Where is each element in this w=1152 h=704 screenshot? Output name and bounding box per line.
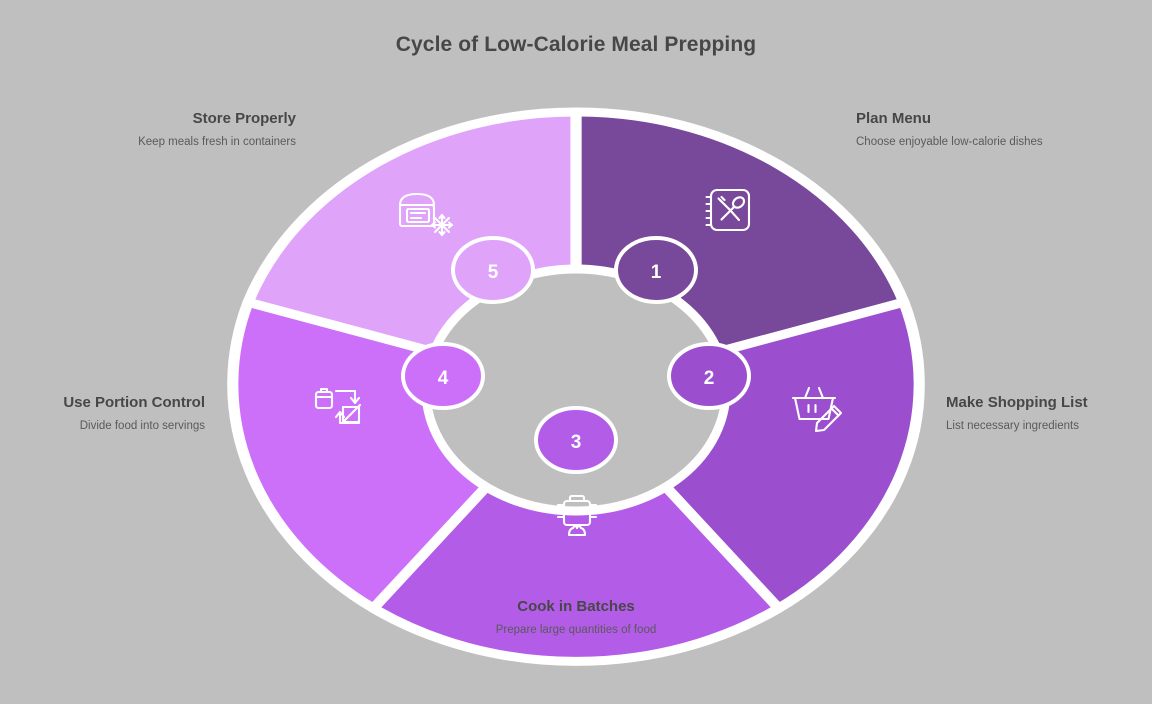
badge-5-label: 5 <box>488 262 499 283</box>
badge-1-circle[interactable] <box>614 236 698 304</box>
badge-2-label: 2 <box>704 368 715 389</box>
badge-1-label: 1 <box>651 262 662 283</box>
badge-2[interactable]: 2 <box>667 342 751 410</box>
label-plan-menu: Plan Menu Choose enjoyable low-calorie d… <box>856 110 1106 150</box>
badge-5[interactable]: 5 <box>451 236 535 304</box>
badge-3[interactable]: 3 <box>534 406 618 474</box>
label-cook-in-batches-title: Cook in Batches <box>517 598 635 615</box>
badge-1[interactable]: 1 <box>614 236 698 304</box>
badge-2-circle[interactable] <box>667 342 751 410</box>
page-title: Cycle of Low-Calorie Meal Prepping <box>395 33 757 56</box>
shopping-basket-pencil-icon <box>791 386 843 433</box>
label-store-properly: Store Properly Keep meals fresh in conta… <box>46 110 296 150</box>
badge-5-circle[interactable] <box>451 236 535 304</box>
label-plan-menu-title: Plan Menu <box>856 110 932 127</box>
label-store-properly-description: Keep meals fresh in containers <box>138 136 296 149</box>
badge-3-circle[interactable] <box>534 406 618 474</box>
cooking-pot-icon <box>556 494 598 537</box>
portion-containers-exchange-icon <box>314 387 362 425</box>
badge-4[interactable]: 4 <box>401 342 485 410</box>
label-use-portion-control-description: Divide food into servings <box>79 420 205 433</box>
label-use-portion-control: Use Portion Control Divide food into ser… <box>35 394 205 434</box>
label-store-properly-title: Store Properly <box>192 110 296 127</box>
label-make-shopping-list-description: List necessary ingredients <box>946 420 1079 433</box>
label-make-shopping-list: Make Shopping List List necessary ingred… <box>946 394 1116 434</box>
label-cook-in-batches: Cook in Batches Prepare large quantities… <box>466 598 686 638</box>
badge-4-label: 4 <box>438 368 449 389</box>
badge-3-label: 3 <box>571 432 582 453</box>
menu-notebook-icon <box>705 188 751 232</box>
label-use-portion-control-title: Use Portion Control <box>63 394 205 411</box>
label-plan-menu-description: Choose enjoyable low-calorie dishes <box>856 136 1043 149</box>
badge-4-circle[interactable] <box>401 342 485 410</box>
fridge-snowflake-icon <box>398 192 454 237</box>
label-make-shopping-list-title: Make Shopping List <box>946 394 1088 411</box>
label-cook-in-batches-description: Prepare large quantities of food <box>495 624 657 637</box>
